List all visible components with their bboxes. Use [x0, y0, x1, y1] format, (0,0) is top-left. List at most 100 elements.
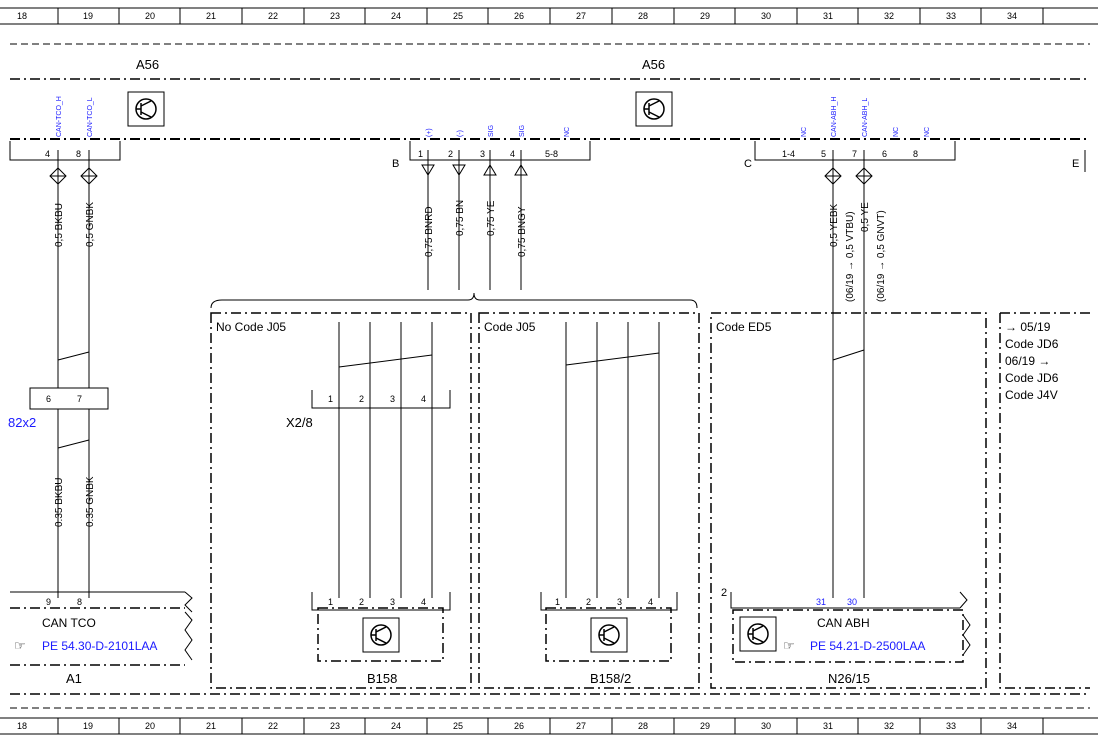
- pin-label: 9: [46, 597, 51, 607]
- pin-label: 2: [586, 597, 591, 607]
- b158-2-connector: [540, 592, 678, 611]
- ref-link-n26[interactable]: PE 54.21-D-2500LAA: [810, 639, 925, 653]
- b158-2-sensor-icon: [590, 617, 628, 653]
- signal-can-tco-h: CAN-TCO_H: [56, 96, 63, 137]
- connector-index: 2: [721, 587, 727, 599]
- pin-label: 8: [76, 149, 81, 159]
- a56-right-module-icon: [635, 91, 673, 127]
- component-b158-2: B158/2: [590, 671, 631, 686]
- wire-label: 0,75 BNRD: [424, 206, 435, 257]
- connector-e-letter: E: [1072, 158, 1079, 170]
- can-tco-wires: [29, 150, 109, 598]
- ruler-top-label: 25: [453, 11, 463, 21]
- ruler-top-label: 21: [206, 11, 216, 21]
- hand-pointer-icon: ☞: [783, 638, 795, 653]
- twisted-pair-symbol-left: [49, 167, 98, 185]
- ruler-bottom-label: 26: [514, 721, 524, 731]
- signal-nc: NC: [564, 127, 571, 137]
- wire-label: 0,5 GNBK: [85, 202, 96, 247]
- a56-left-module-icon: [127, 91, 165, 127]
- connector-c-letter: C: [744, 158, 752, 170]
- a56-connector-housing: [9, 141, 121, 161]
- ref-link-a1[interactable]: PE 54.30-D-2101LAA: [42, 639, 157, 653]
- component-a56-right: A56: [642, 57, 665, 72]
- code-label: 06/19 →: [1005, 354, 1050, 368]
- wire-label: (06/19 → 0,5 VTBU): [845, 211, 856, 302]
- pin-label: 2: [448, 149, 453, 159]
- pin-label: 1: [328, 597, 333, 607]
- component-x2-8: X2/8: [286, 415, 313, 430]
- signal-sig: SIG: [488, 125, 495, 137]
- component-82x2-link[interactable]: 82x2: [8, 415, 36, 430]
- pin-label: 3: [390, 394, 395, 404]
- pin-label: 2: [359, 394, 364, 404]
- ruler-top-label: 27: [576, 11, 586, 21]
- signal-can-tco-l: CAN-TCO_L: [87, 97, 94, 137]
- pin-label: 30: [847, 597, 857, 607]
- ruler-top-label: 22: [268, 11, 278, 21]
- signal-can-abh-h: CAN-ABH_H: [831, 97, 838, 137]
- code-j05-box: [478, 312, 700, 689]
- pin-label: 1-4: [782, 149, 795, 159]
- pin-label: 1: [328, 394, 333, 404]
- bus-label-can-abh: CAN ABH: [817, 616, 870, 630]
- code-label: Code J05: [484, 320, 536, 334]
- connector-b-wires: [421, 150, 528, 290]
- component-a56-left: A56: [136, 57, 159, 72]
- signal-minus: (-): [457, 130, 464, 137]
- code-jd6-box: [999, 313, 1090, 689]
- signal-nc: NC: [893, 127, 900, 137]
- top-ruler: [0, 7, 1098, 25]
- ruler-top-label: 24: [391, 11, 401, 21]
- signal-plus: (+): [426, 128, 433, 137]
- ruler-bottom-label: 25: [453, 721, 463, 731]
- n26-transistor-icon: [747, 623, 769, 645]
- pin-label: 6: [882, 149, 887, 159]
- connector-b-letter: B: [392, 158, 399, 170]
- wire-label: 0,75 YE: [486, 200, 497, 236]
- ruler-bottom-label: 20: [145, 721, 155, 731]
- ruler-bottom-label: 19: [83, 721, 93, 731]
- ruler-bottom-label: 31: [823, 721, 833, 731]
- pin-label: 4: [421, 597, 426, 607]
- code-ed5-box: [710, 312, 987, 689]
- pin-label: 7: [77, 394, 82, 404]
- b158-2-wires: [565, 322, 660, 598]
- bus-label-can-tco: CAN TCO: [42, 616, 96, 630]
- code-label: No Code J05: [216, 320, 286, 334]
- ruler-bottom-label: 21: [206, 721, 216, 731]
- ruler-bottom-label: 24: [391, 721, 401, 731]
- ruler-top-label: 23: [330, 11, 340, 21]
- ruler-top-label: 20: [145, 11, 155, 21]
- ruler-bottom-label: 30: [761, 721, 771, 731]
- ruler-top-label: 31: [823, 11, 833, 21]
- wire-label: (06/19 → 0,5 GNVT): [876, 210, 887, 302]
- ruler-bottom-label: 34: [1007, 721, 1017, 731]
- pin-label: 4: [421, 394, 426, 404]
- ruler-top-label: 28: [638, 11, 648, 21]
- bottom-ruler: [0, 717, 1098, 735]
- ruler-labels: 18 19 20 21 22 23 24 25 26 27 28 29 30 3…: [17, 11, 1017, 731]
- code-label: Code JD6: [1005, 371, 1059, 385]
- ruler-bottom-label: 23: [330, 721, 340, 731]
- twisted-pair-symbol-right: [824, 167, 873, 185]
- component-a1: A1: [66, 671, 82, 686]
- ruler-bottom-label: 18: [17, 721, 27, 731]
- a56-left-transistor-icon: [135, 98, 157, 120]
- pin-label: 4: [648, 597, 653, 607]
- code-label: → 05/19: [1005, 320, 1051, 334]
- b158-2-transistor-icon: [598, 624, 620, 646]
- ruler-bottom-label: 29: [700, 721, 710, 731]
- pin-label: 8: [77, 597, 82, 607]
- ruler-top-label: 29: [700, 11, 710, 21]
- ruler-bottom-label: 32: [884, 721, 894, 731]
- code-label: Code J4V: [1005, 388, 1058, 402]
- ruler-bottom-label: 33: [946, 721, 956, 731]
- pin-label: 3: [617, 597, 622, 607]
- code-label: Code ED5: [716, 320, 772, 334]
- code-label: Code JD6: [1005, 337, 1059, 351]
- pin-label: 5: [821, 149, 826, 159]
- wire-label: 0,75 BNGY: [517, 206, 528, 257]
- b158-sensor-icon: [362, 617, 400, 653]
